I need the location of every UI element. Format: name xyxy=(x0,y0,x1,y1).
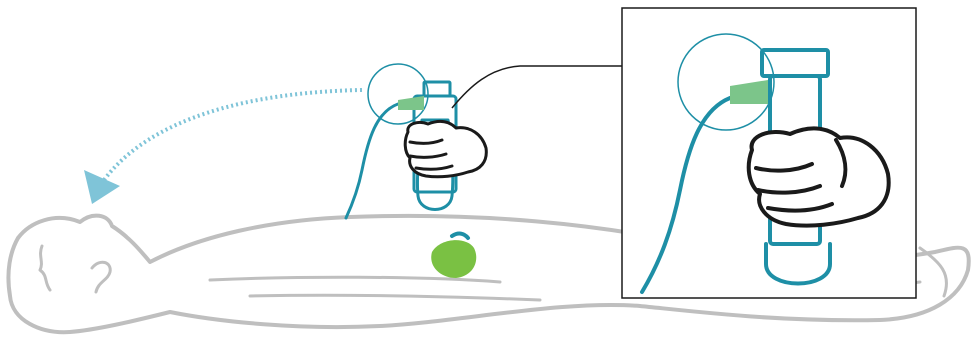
probe-cable xyxy=(346,104,398,218)
probe-highlight-circle xyxy=(368,64,428,124)
curved-dotted-arrow-icon xyxy=(84,90,362,204)
leader-line xyxy=(452,66,622,108)
arrow-head xyxy=(84,170,120,204)
inset-hand-shape xyxy=(749,128,889,225)
inset-hand xyxy=(749,128,889,225)
patient-ear xyxy=(92,262,110,292)
hand-grip-icon xyxy=(405,121,486,176)
patient-face-profile xyxy=(40,246,50,290)
probe-tip xyxy=(398,96,424,110)
organ-marker xyxy=(452,234,468,238)
arrow-dotted-path xyxy=(104,90,362,180)
patient-arm-lower xyxy=(250,295,540,300)
organ-shape xyxy=(431,240,476,278)
zoom-inset-icon xyxy=(622,8,916,298)
organ-icon xyxy=(431,234,476,278)
